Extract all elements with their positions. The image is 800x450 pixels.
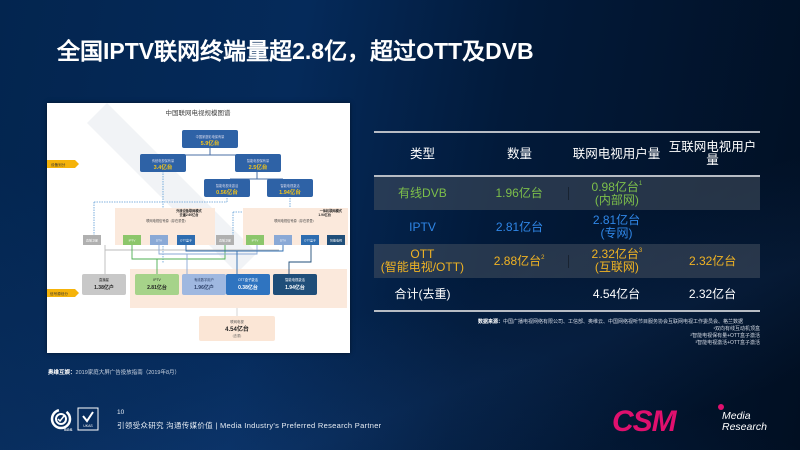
svg-text:有线数字用户: 有线数字用户 [194, 277, 214, 282]
svg-text:IPTV: IPTV [153, 278, 161, 282]
header-internet-users: 互联网电视用户量 [668, 140, 757, 167]
table-row-total: 合计(去重) 4.54亿台 2.32亿台 [394, 286, 737, 301]
table-top-rule [374, 131, 760, 133]
table-notes: 数据来源：中国广播电视网络有限公司、工信部、奥维云、中国网络视听节目服务协会互联… [478, 319, 760, 347]
svg-text:智能电视激活: 智能电视激活 [280, 183, 300, 188]
signal-label-left: 联网电视信号源（存在重叠） [146, 218, 187, 223]
tag-signal: 信号源划分 [47, 289, 79, 297]
svg-text:1.94亿台: 1.94亿台 [285, 284, 305, 291]
table-row-ott: OTT(智能电视/OTT) 2.88亿台2 2.32亿台3(互联网) 2.32亿… [374, 244, 760, 278]
svg-text:（去重）: （去重） [231, 333, 244, 338]
svg-text:智能电视: 智能电视 [330, 238, 342, 243]
svg-text:5.9亿台: 5.9亿台 [201, 139, 220, 147]
signal-box: OTT盒子 [177, 235, 195, 245]
signal-box: 智能电视 [327, 235, 345, 245]
footnote-1: ¹双向有线互动机顶盒 [713, 326, 760, 332]
svg-text:SGS: SGS [64, 427, 73, 432]
svg-text:DTV: DTV [156, 239, 162, 243]
svg-text:IPTV: IPTV [252, 239, 259, 243]
box-smart-tv: 智能电视保有量 2.5亿台 [235, 154, 281, 172]
tag-device: 设备划分 [47, 160, 79, 168]
svg-text:OTT盒子: OTT盒子 [180, 238, 192, 243]
svg-text:OTT盒子激活: OTT盒子激活 [238, 277, 258, 282]
diagram-title: 中国联网电视规模图谱 [166, 108, 232, 117]
data-source: 数据来源：中国广播电视网络有限公司、工信部、奥维云、中国网络视听节目服务协会互联… [478, 319, 744, 325]
registered-mark-icon [718, 404, 724, 410]
box-smart-inactive: 智能电视未激活 0.56亿台 [204, 179, 250, 197]
svg-text:2.5亿台: 2.5亿台 [249, 163, 268, 171]
svg-text:智能电视激活: 智能电视激活 [285, 277, 305, 282]
table-row-iptv: IPTV 2.81亿台 2.81亿台(专网) [409, 213, 641, 240]
external-mode-value: 去重2.60亿台 [180, 212, 200, 217]
diagram-source: 奥维互娱：2019家庭大屏广告投放指南（2019年8月） [48, 370, 181, 376]
svg-text:0.56亿台: 0.56亿台 [216, 188, 238, 196]
signal-box: IPTV [246, 235, 264, 245]
svg-text:DTV: DTV [280, 239, 286, 243]
logo-line1: Media [722, 410, 751, 422]
svg-text:0.38亿台: 0.38亿台 [238, 284, 258, 291]
svg-text:联网电视: 联网电视 [230, 319, 244, 324]
tv-scale-diagram: 中国联网电视规模图谱 设备划分 信号源划分 [47, 103, 350, 353]
svg-text:OTT盒子: OTT盒子 [304, 238, 316, 243]
table-row-dvb: 有线DVB 1.96亿台 0.98亿台1(内部网) [374, 177, 760, 210]
bottom-box: 有线数字用户 1.96亿户 [182, 274, 226, 295]
svg-text:直播卫星: 直播卫星 [86, 238, 98, 243]
signal-box: OTT盒子 [301, 235, 319, 245]
header-type: 类型 [409, 146, 435, 161]
table-bottom-rule [374, 310, 760, 312]
svg-text:智能电视未激活: 智能电视未激活 [216, 183, 239, 188]
slogan: 引领受众研究 沟通传媒价值 | Media Industry's Preferr… [117, 421, 382, 430]
certification-logos: SGS UKAS [50, 407, 102, 440]
logo-brand: CSM [612, 405, 677, 438]
integrated-mode-value: 1.94亿台 [318, 212, 331, 217]
svg-text:2.81亿台: 2.81亿台 [147, 284, 167, 291]
bottom-box: 直播星 1.38亿户 [82, 274, 126, 295]
svg-text:中国家庭彩电保有量: 中国家庭彩电保有量 [196, 134, 225, 139]
signal-box: 直播卫星 [83, 235, 101, 245]
svg-text:直播星: 直播星 [99, 277, 110, 282]
bottom-box: OTT盒子激活 0.38亿台 [226, 274, 270, 295]
box-smart-active: 智能电视激活 1.94亿台 [267, 179, 313, 197]
box-traditional-tv: 传统电视保有量 3.4亿台 [140, 154, 186, 172]
signal-box: DTV [150, 235, 168, 245]
svg-text:4.54亿台: 4.54亿台 [225, 325, 249, 333]
svg-text:信号源划分: 信号源划分 [50, 291, 68, 296]
box-total-tv: 中国家庭彩电保有量 5.9亿台 [182, 130, 238, 148]
slide-title: 全国IPTV联网终端量超2.8亿，超过OTT及DVB [57, 38, 534, 64]
sgs-certification-icon: SGS [50, 408, 73, 432]
bottom-box: IPTV 2.81亿台 [135, 274, 179, 295]
external-mode-label: 外接设备联网模式 [176, 208, 202, 213]
svg-text:智能电视保有量: 智能电视保有量 [247, 158, 270, 163]
table-header: 类型 数量 联网电视用户量 互联网电视用户量 [374, 133, 760, 175]
signal-box: 直播卫星 [216, 235, 234, 245]
logo-line2: Research [722, 421, 767, 433]
svg-text:直播卫星: 直播卫星 [219, 238, 231, 243]
svg-text:传统电视保有量: 传统电视保有量 [152, 158, 175, 163]
box-total-connected: 联网电视 4.54亿台 （去重） [199, 308, 275, 341]
comparison-table: 类型 数量 联网电视用户量 互联网电视用户量 有线DVB 1.96亿台 0.98… [374, 131, 760, 312]
svg-text:1.94亿台: 1.94亿台 [279, 188, 301, 196]
svg-text:UKAS: UKAS [83, 424, 93, 428]
signal-box: DTV [274, 235, 292, 245]
table-header-rule [374, 175, 760, 177]
page-number: 10 [117, 409, 125, 416]
svg-text:1.96亿户: 1.96亿户 [194, 284, 214, 291]
svg-text:3.4亿台: 3.4亿台 [154, 163, 173, 171]
signal-label-right: 联网电视信号源（存在重叠） [274, 218, 315, 223]
footnote-3: ³智能电视激活+OTT盒子激活 [695, 340, 760, 346]
footnote-2: ²智能电视保有量+OTT盒子激活 [690, 333, 760, 339]
header-count: 数量 [506, 146, 532, 161]
svg-text:IPTV: IPTV [129, 239, 136, 243]
ukas-certification-icon: UKAS [77, 407, 99, 431]
integrated-mode-label: 一体机联网模式 [320, 208, 343, 213]
header-connected-users: 联网电视用户量 [572, 146, 661, 161]
signal-box: IPTV [123, 235, 141, 245]
svg-text:设备划分: 设备划分 [51, 162, 66, 167]
bottom-box: 智能电视激活 1.94亿台 [273, 274, 317, 295]
svg-text:1.38亿户: 1.38亿户 [94, 284, 114, 291]
